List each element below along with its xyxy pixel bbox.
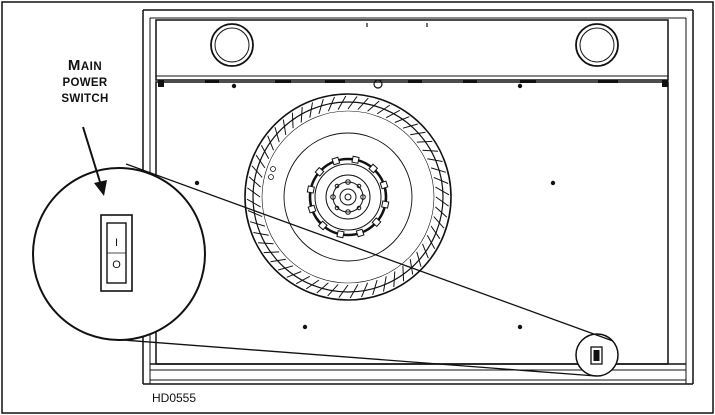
fan-blade	[372, 279, 378, 296]
main-power-switch	[100, 214, 133, 292]
fan-blade	[385, 109, 401, 119]
vent-opening-right	[575, 23, 619, 67]
fan-blade	[274, 127, 280, 143]
fan-blade	[286, 271, 302, 278]
bracket-strip	[158, 79, 668, 89]
motor-tab	[307, 204, 317, 214]
motor-tab	[331, 156, 341, 166]
motor-tab	[306, 185, 315, 194]
motor-tab	[355, 228, 365, 238]
vent-opening-left	[210, 23, 254, 67]
motor-tab	[381, 200, 390, 209]
fan-blade	[357, 97, 369, 110]
fan-blade	[263, 251, 280, 254]
fan-blade	[248, 176, 261, 188]
fan-blade	[251, 165, 263, 178]
fan-blade	[435, 206, 448, 218]
fan-blade	[291, 112, 294, 129]
motor-tabs	[306, 155, 390, 239]
fan-blade	[257, 242, 274, 245]
hub-holes	[268, 166, 276, 180]
label-initial: M	[67, 57, 81, 74]
fan-blade	[247, 210, 263, 218]
fan-blade	[422, 149, 439, 152]
fan-blade	[246, 198, 261, 208]
cabinet	[142, 9, 694, 385]
fan-blade	[270, 258, 286, 263]
fan-blade	[430, 167, 447, 173]
fan-blade	[416, 140, 433, 143]
switch-on-symbol: I	[115, 237, 118, 249]
fan-blade	[349, 284, 359, 299]
fan-blade	[305, 279, 320, 290]
fan-blade	[278, 265, 294, 271]
fan-blade	[327, 96, 335, 112]
fan-blade	[410, 131, 426, 136]
fan-blade	[347, 96, 358, 110]
fan-blade	[402, 265, 405, 282]
fan-blade	[433, 216, 445, 229]
switch-off-symbol: O	[112, 259, 121, 271]
fan-blade	[309, 102, 313, 118]
fan-blade	[402, 123, 418, 129]
fan-blade	[260, 144, 270, 160]
main-power-switch-label: MAIN POWER SWITCH	[30, 58, 140, 105]
fan-blade	[255, 154, 266, 169]
motor-tab	[351, 155, 360, 164]
label-line-power: POWER	[62, 77, 108, 89]
fan-blades	[246, 95, 450, 299]
motor-tab	[371, 217, 382, 228]
fan-blade	[416, 251, 422, 267]
fan-blade	[282, 119, 287, 135]
fan-blade	[394, 116, 410, 123]
fan-blade	[409, 259, 414, 275]
label-rest: AIN	[80, 61, 103, 73]
fan-blade	[435, 196, 449, 207]
fan-blade	[249, 221, 266, 227]
motor-tab	[379, 180, 389, 190]
fan-blade	[435, 186, 450, 196]
fan-blade	[393, 271, 396, 288]
fan-blade	[267, 135, 274, 151]
fan-blade	[426, 234, 436, 250]
fan-blade	[247, 187, 261, 198]
motor-tab	[317, 220, 328, 231]
fan-blade	[361, 282, 369, 298]
blower-motor	[308, 157, 388, 237]
mounting-screws	[194, 83, 556, 330]
callout-arrow	[82, 126, 107, 196]
fan-blade	[318, 98, 324, 115]
fan-blade	[422, 243, 429, 259]
motor-tab	[368, 163, 379, 174]
blower-wheel	[244, 93, 452, 301]
fan-blade	[383, 276, 387, 292]
motor-tab	[336, 230, 345, 239]
fan-blade	[367, 100, 380, 112]
fan-blade	[253, 232, 269, 236]
fan-blade	[338, 284, 349, 298]
fan-blade	[427, 158, 443, 162]
fan-blade	[337, 95, 347, 110]
fan-blade	[430, 225, 441, 240]
fan-blade	[316, 282, 329, 294]
switch-on-unit	[575, 333, 619, 377]
fan-blade	[327, 284, 339, 297]
fan-blade	[433, 176, 449, 184]
fan-blade	[295, 275, 311, 285]
fan-blade	[376, 104, 391, 115]
figure-code: HD0555	[152, 391, 197, 405]
top-panel-marks	[366, 23, 428, 27]
motor-tab	[314, 166, 325, 177]
fan-blade	[300, 106, 303, 123]
callout-lines	[109, 163, 614, 377]
label-line-switch: SWITCH	[61, 92, 109, 105]
